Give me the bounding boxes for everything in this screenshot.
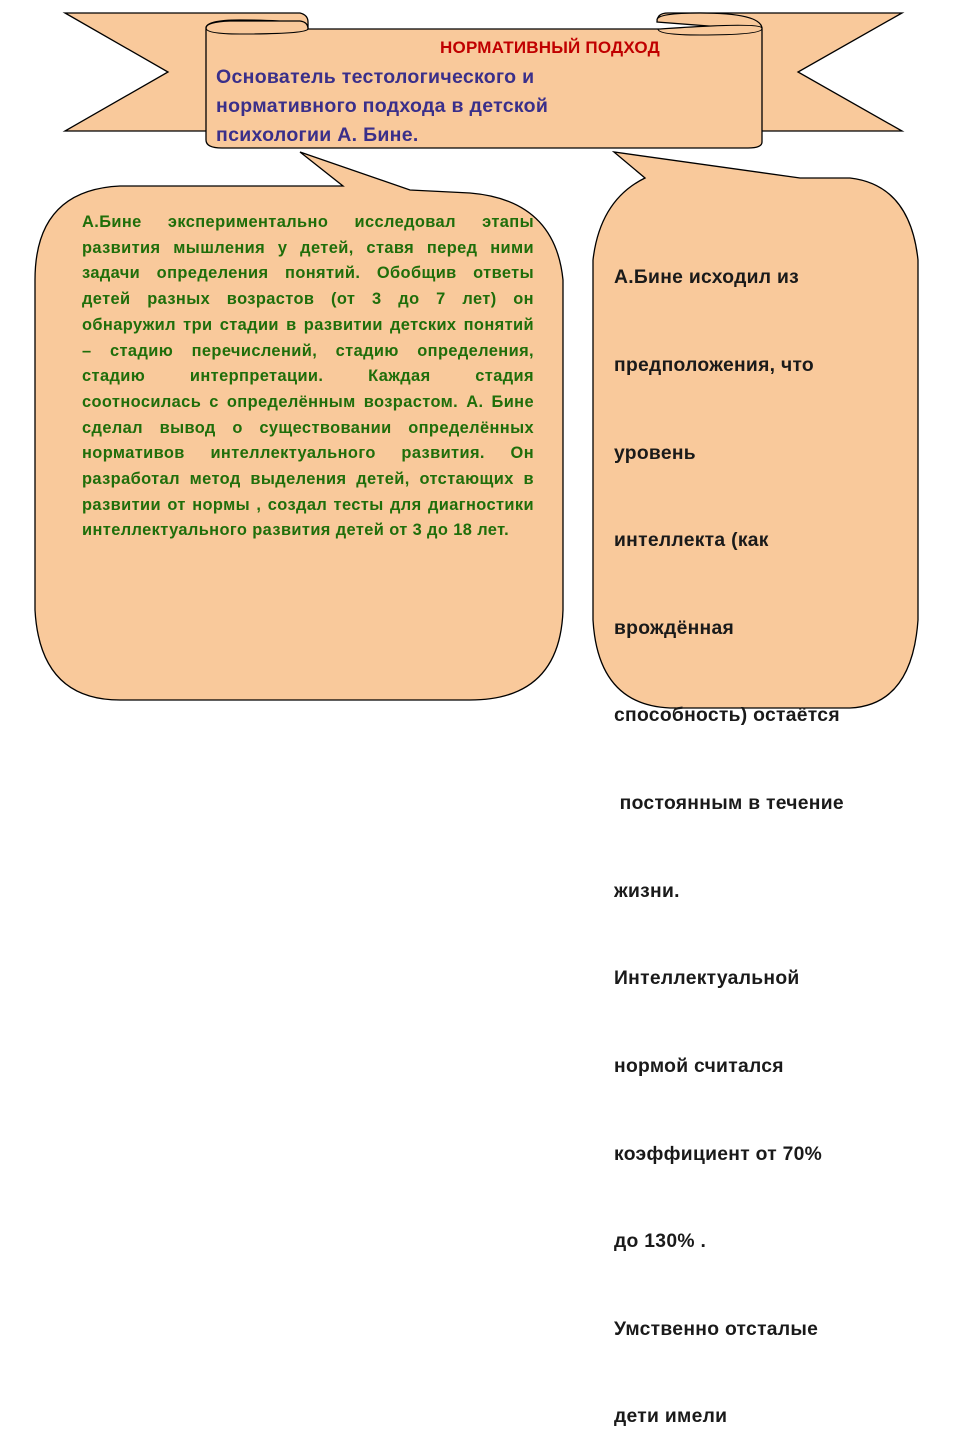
- right-bubble-line: врождённая: [614, 617, 735, 639]
- slide-shapes: [34, 12, 919, 709]
- right-bubble-line: Интеллектуальной: [614, 968, 800, 990]
- right-bubble-text: А.Бине исходил из предположения, что уро…: [614, 205, 914, 1440]
- right-bubble-line: дети имели: [614, 1406, 728, 1428]
- right-bubble-line: уровень: [614, 442, 696, 464]
- right-bubble-line: постоянным в течение: [614, 793, 844, 815]
- right-bubble-line: способность) остаётся: [614, 705, 840, 727]
- right-bubble-line: интеллекта (как: [614, 530, 769, 552]
- right-bubble-line: коэффициент от 70%: [614, 1143, 823, 1165]
- right-bubble-line: до 130% .: [614, 1231, 707, 1253]
- right-bubble-line: нормой считался: [614, 1055, 784, 1077]
- right-bubble-line: жизни.: [614, 880, 680, 902]
- banner-subtitle-line: нормативного подхода в детской: [216, 95, 549, 117]
- right-bubble-line: предположения, что: [614, 355, 815, 377]
- banner-body: [205, 20, 763, 149]
- ribbon-right-curl: [656, 12, 763, 29]
- banner-subtitle-line: Основатель тестологического и: [216, 66, 535, 88]
- banner-title: НОРМАТИВНЫЙ ПОДХОД: [440, 38, 660, 57]
- right-speech-bubble-shape: [592, 151, 919, 709]
- right-bubble-line: Умственно отсталые: [614, 1318, 819, 1340]
- left-bubble-text: А.Бине экспериментально исследовал этапы…: [82, 213, 534, 540]
- left-speech-bubble-shape: [34, 151, 564, 701]
- right-bubble-line: А.Бине исходил из: [614, 267, 800, 289]
- banner-subtitle: Основатель тестологического и нормативно…: [216, 63, 636, 150]
- banner-subtitle-line: психологии А. Бине.: [216, 124, 419, 146]
